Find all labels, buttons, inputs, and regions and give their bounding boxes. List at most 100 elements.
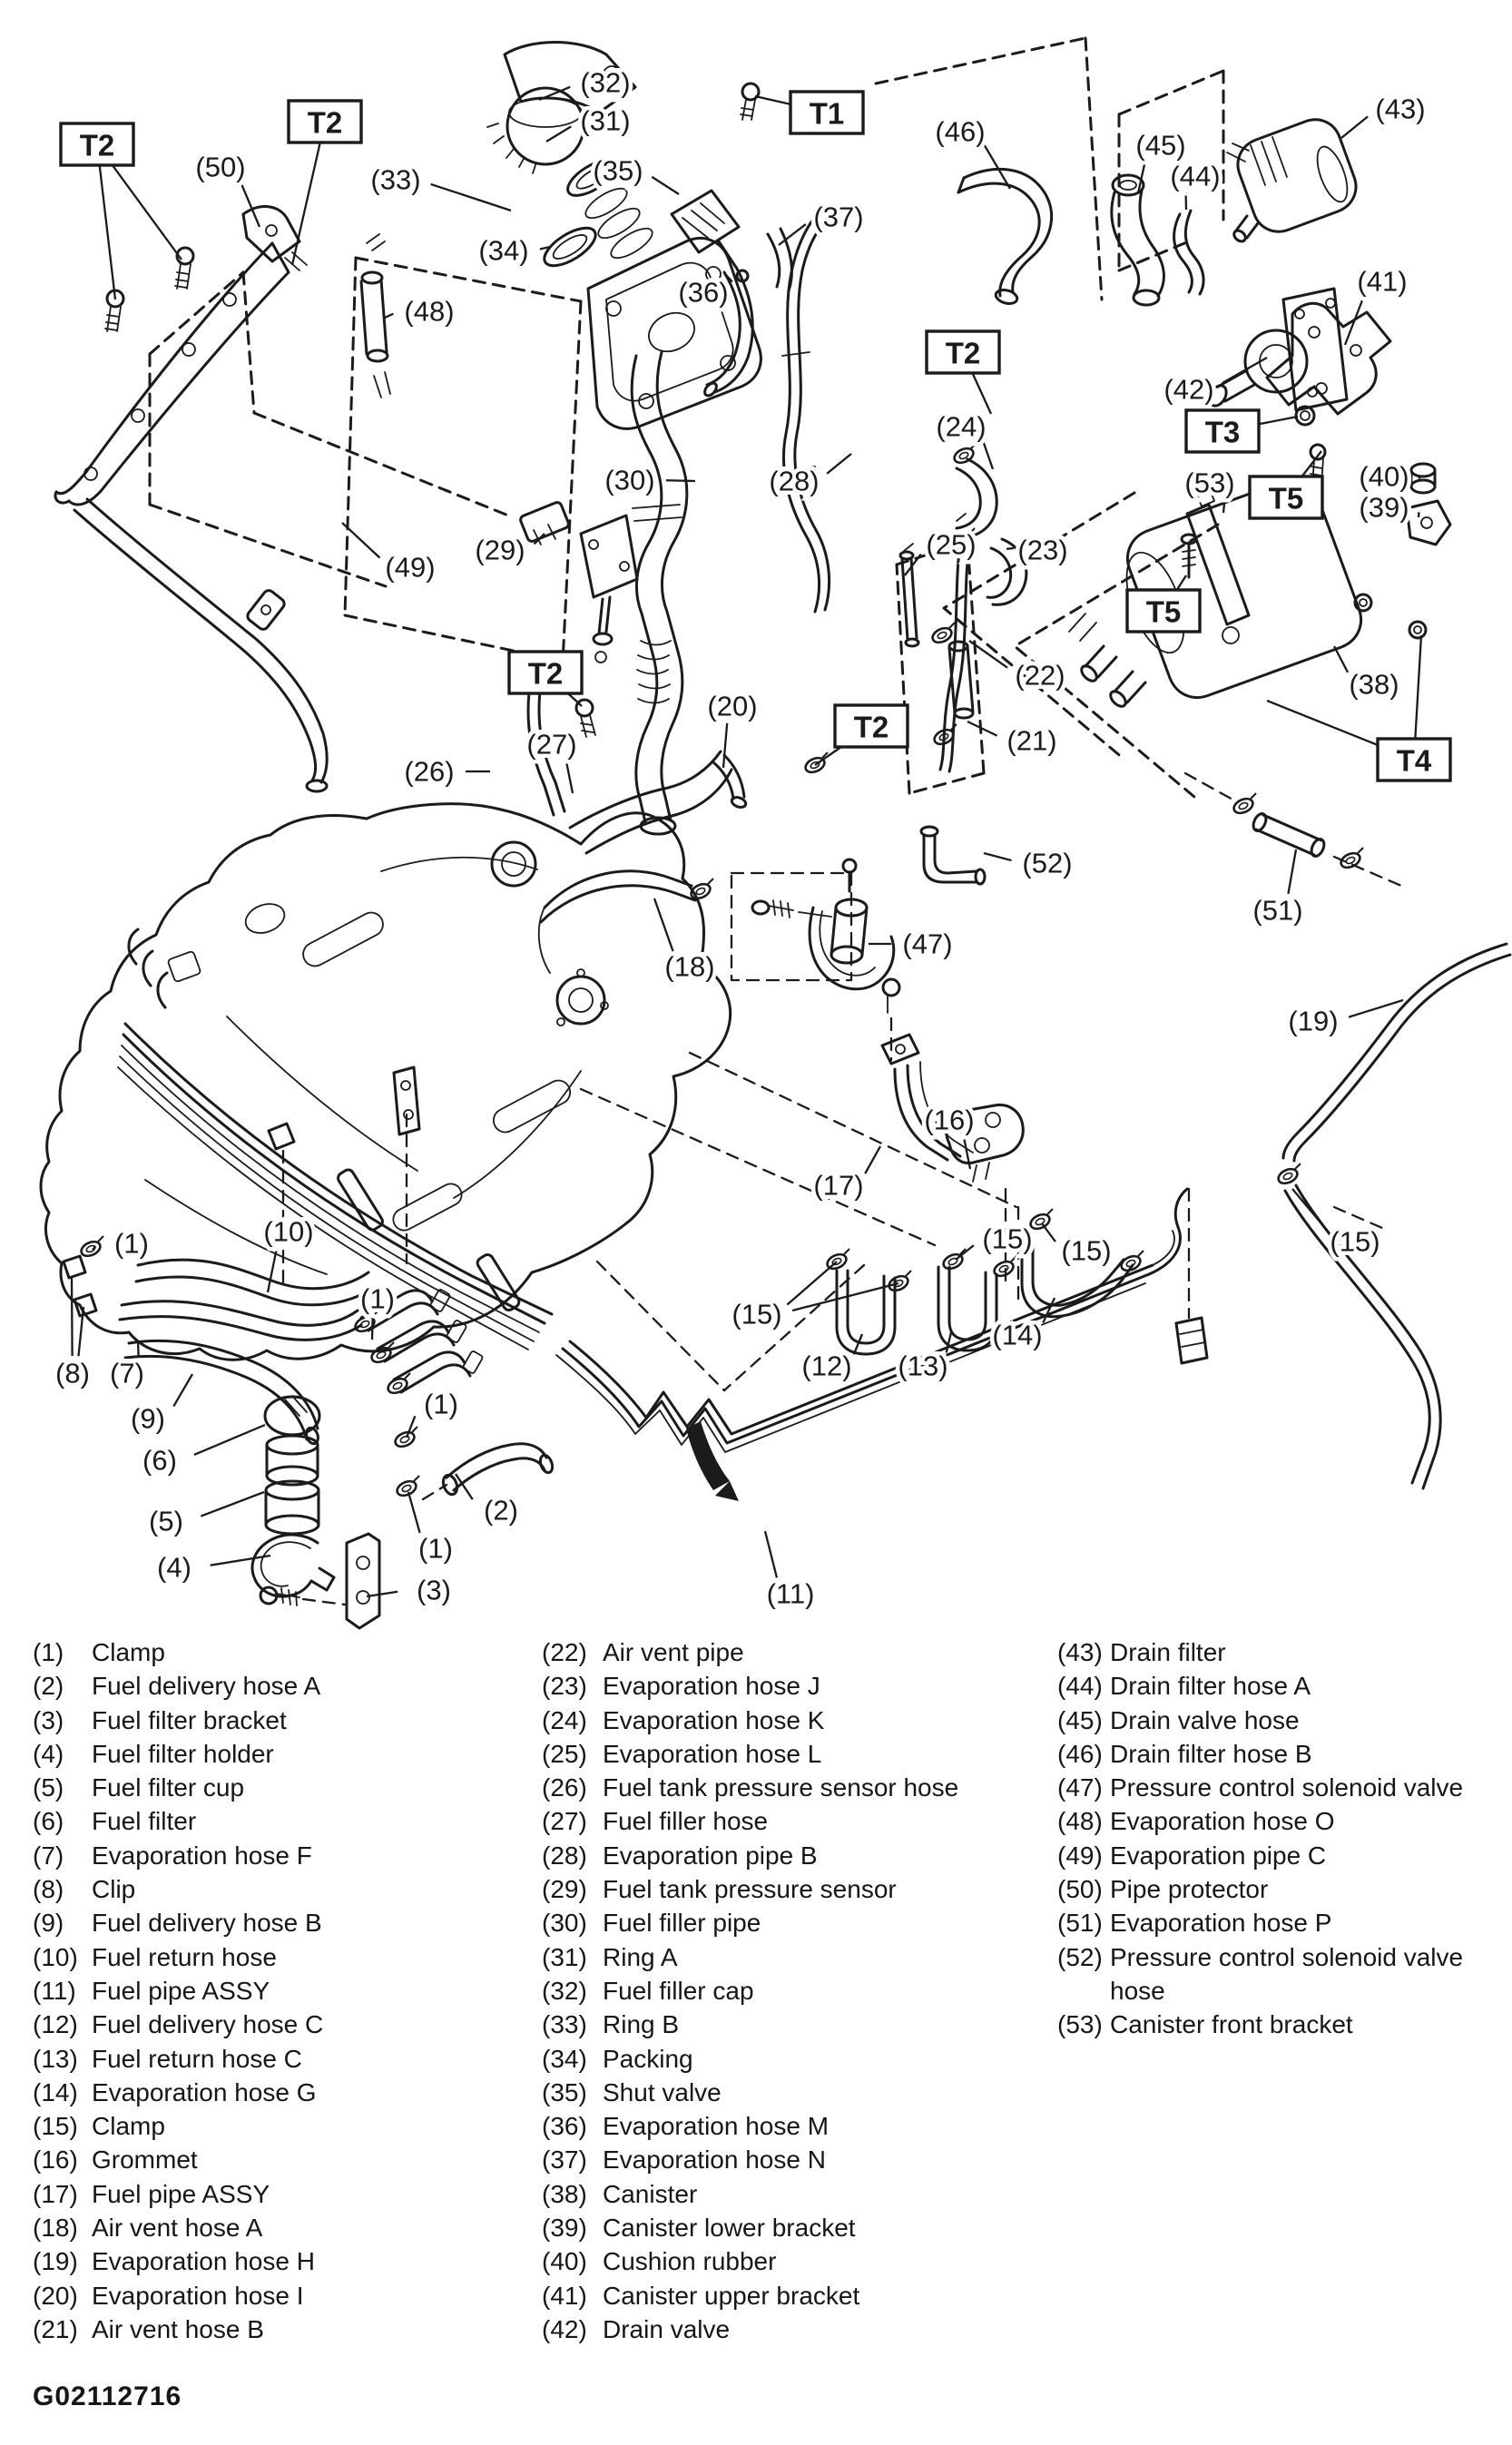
clamp-icon-path <box>1345 856 1356 865</box>
leader-line <box>290 142 321 266</box>
leader-line <box>1348 998 1404 1018</box>
callout-label: (17) <box>813 1170 863 1202</box>
solenoid-valve-hose-path <box>922 833 978 884</box>
legend-item-name: Air vent pipe <box>603 1638 744 1666</box>
clamp-icon-path <box>1137 1250 1144 1257</box>
clamp-icon <box>1277 1163 1301 1185</box>
callout-label: (44) <box>1170 161 1220 192</box>
legend-column-3: (43)Drain filter(44)Drain filter hose A(… <box>1057 1635 1507 2042</box>
fuel-filter-stack-path <box>263 1395 321 1437</box>
vent-dashed-panel-path <box>908 771 986 795</box>
drain-filter-hose-a <box>1173 209 1205 296</box>
callout-label: (2) <box>484 1495 518 1527</box>
canister-path <box>1353 593 1373 613</box>
pipe-protector-path <box>131 408 145 423</box>
leader-line <box>1175 574 1187 591</box>
fuel-tank-path <box>144 1179 328 1275</box>
fuel-tank-path <box>119 1056 535 1342</box>
legend-item-number: (16) <box>33 2146 78 2175</box>
clamp-icon-path <box>1340 851 1361 869</box>
t3-nut-and-t5-bolt-path <box>1300 410 1311 421</box>
grommet-path <box>972 1162 990 1183</box>
evaporation-hose-p-path <box>1252 812 1268 832</box>
drain-filter-hose-b <box>957 167 1054 305</box>
bottom-left-hoses-path <box>392 1350 472 1394</box>
legend-item: (6)Fuel filter <box>33 1804 523 1838</box>
fuel-pipe-assy-lower-path <box>555 1282 1146 1453</box>
callout-label: (40) <box>1359 461 1409 493</box>
drain-valve-hose-path <box>1119 180 1137 191</box>
fuel-tank-pressure-sensor-path <box>533 524 556 545</box>
drain-valve-path <box>1243 329 1309 394</box>
legend-item-name: Evaporation hose K <box>603 1705 825 1734</box>
legend-item-name: Evaporation hose F <box>92 1841 312 1870</box>
clamp-icon-path <box>951 532 973 550</box>
clamp-icon-path <box>1238 801 1249 810</box>
evaporation-pipe-c-path <box>73 508 318 782</box>
leader-line <box>210 1554 271 1566</box>
callout-label: (26) <box>404 756 454 788</box>
fuel-pipe-assy-lower-path <box>1147 1187 1189 1276</box>
clamp-icon-path <box>905 1270 912 1277</box>
cushion-rubber-path <box>1409 468 1437 488</box>
clamp-icon-path <box>1250 792 1257 800</box>
legend-item: (53)Canister front bracket <box>1057 2008 1507 2041</box>
bottom-left-hoses-path <box>62 1254 87 1280</box>
legend-item-name: Evaporation hose N <box>603 2146 826 2175</box>
callout-label: (43) <box>1375 93 1425 125</box>
leader-line <box>70 1277 74 1357</box>
evaporation-hose-o <box>359 233 391 398</box>
clamp-icon-path <box>401 1484 412 1493</box>
leader-line <box>971 372 993 415</box>
legend-item-number: (12) <box>33 2010 78 2039</box>
legend-item-number: (41) <box>542 2281 587 2310</box>
leader-line <box>172 1373 193 1408</box>
evaporation-pipe-b <box>781 211 831 614</box>
ring-a-and-coils-path <box>584 187 628 220</box>
fuel-pipe-assy-lower-path <box>1174 1316 1209 1365</box>
evaporation-hose-j <box>986 537 1028 606</box>
leader-lines <box>70 85 1423 1598</box>
clamp-icon <box>1029 1208 1054 1231</box>
legend-item: (44)Drain filter hose A <box>1057 1669 1507 1703</box>
legend-item: (16)Grommet <box>33 2143 523 2176</box>
drain-dashed-panel <box>874 36 1225 301</box>
protector-dashed-panel-path <box>148 270 245 356</box>
fuel-tank-path <box>476 1253 521 1311</box>
drain-filter-hose-b-path <box>957 176 966 194</box>
air-vent-hose-a-path <box>537 907 551 974</box>
legend-item: (20)Evaporation hose I <box>33 2279 523 2312</box>
packing-flange-path <box>648 311 695 353</box>
legend-item-name: Fuel return hose <box>92 1942 277 1971</box>
protector-dashed-panel-path <box>252 411 510 517</box>
leader-line <box>1222 357 1268 384</box>
drain-filter-path <box>1226 142 1250 162</box>
legend-item: (46)Drain filter hose B <box>1057 1737 1507 1771</box>
leader-line <box>239 181 261 228</box>
callout-label: (49) <box>385 552 435 584</box>
leader-line <box>266 1247 279 1293</box>
clamp-icon <box>933 723 957 746</box>
leader-line <box>136 1340 140 1358</box>
legend-item-number: (36) <box>542 2112 587 2141</box>
legend-item: (2)Fuel delivery hose A <box>33 1669 523 1703</box>
air-vent-pipes-path <box>903 513 967 552</box>
clamp-icon-path <box>413 1475 420 1482</box>
clamp-icon-path <box>831 1257 842 1266</box>
legend-item-number: (29) <box>542 1875 587 1904</box>
legend-item-name: Fuel pipe ASSY <box>92 2179 270 2208</box>
legend-item: (11)Fuel pipe ASSY <box>33 1974 523 2008</box>
clamp-icon <box>1120 1250 1144 1272</box>
evaporation-hose-m-path <box>713 267 754 394</box>
evaporation-hose-j-path <box>991 537 1028 606</box>
callout-label: (35) <box>593 155 643 187</box>
fuel-tank-path <box>490 840 537 888</box>
legend-item-name: Drain filter hose A <box>1110 1672 1311 1701</box>
solenoid-valve-hose <box>919 825 987 886</box>
clamp-icon-path <box>411 1426 418 1433</box>
legend-item: (21)Air vent hose B <box>33 2312 523 2346</box>
t1-bolt-path <box>741 82 761 102</box>
fuel-tank-pressure-sensor-path <box>588 539 599 550</box>
direction-arrow <box>686 1421 739 1501</box>
leader-line <box>852 1333 864 1355</box>
